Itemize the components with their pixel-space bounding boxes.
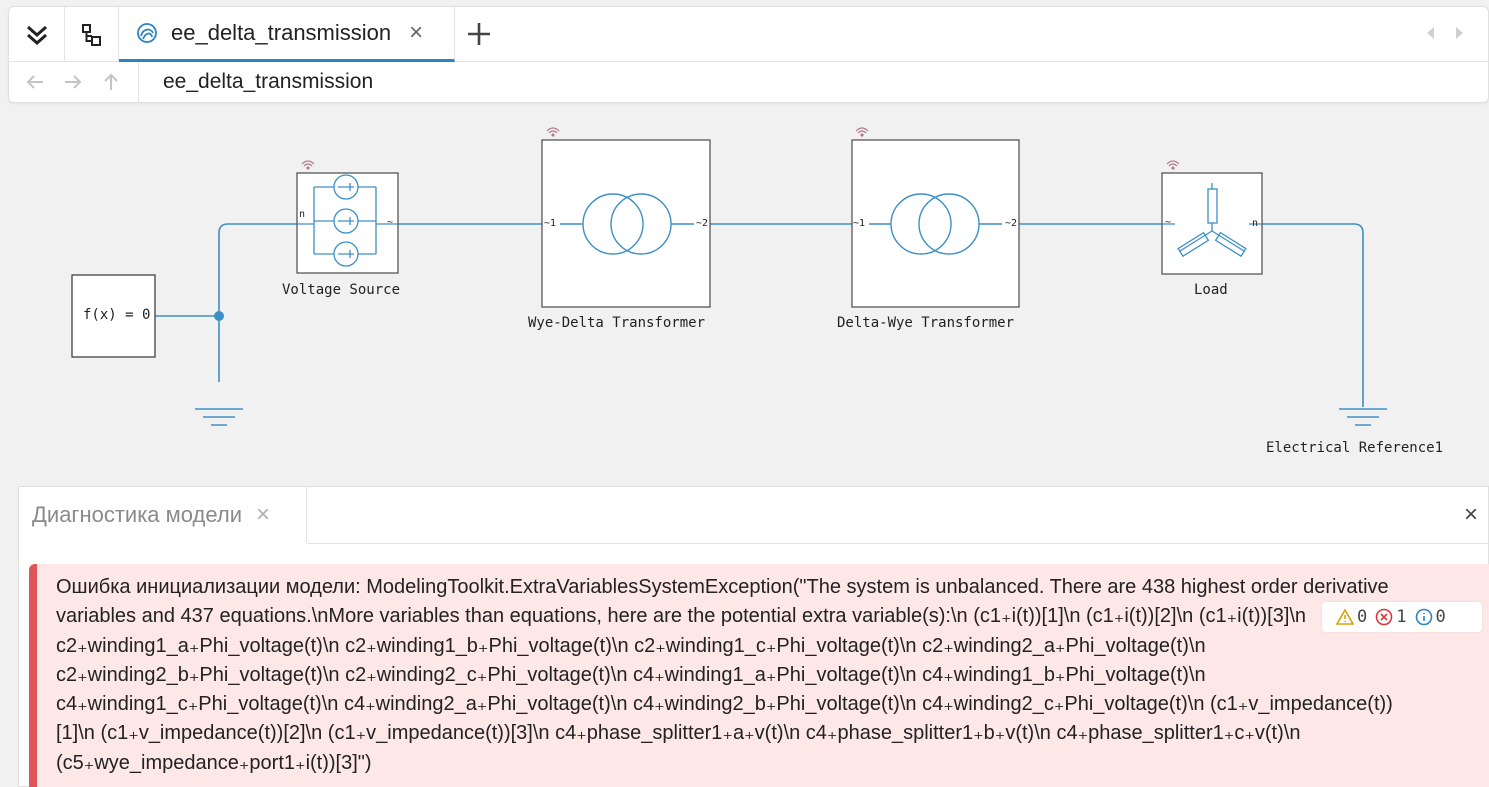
diagnostic-counters: 0 1 0 <box>1322 602 1482 632</box>
port-dw-in: ~1 <box>853 218 866 229</box>
tab-title: ee_delta_transmission <box>171 20 392 45</box>
collapse-menu-button[interactable] <box>9 7 65 62</box>
wye-delta-label: Wye-Delta Transformer <box>528 315 706 331</box>
solver-block[interactable] <box>71 274 156 358</box>
port-wd-out: ~2 <box>696 218 709 229</box>
junction-node <box>214 311 224 321</box>
tab-scroll-arrows <box>1424 25 1466 41</box>
info-icon <box>1415 608 1432 626</box>
top-bar: ee_delta_transmission × ee_delta_transmi… <box>8 6 1489 103</box>
ground-left-icon[interactable] <box>195 408 243 426</box>
port-vs-n: n <box>299 209 306 220</box>
nav-arrows <box>23 70 123 94</box>
scroll-right-icon[interactable] <box>1454 25 1466 41</box>
hierarchy-icon <box>81 23 101 46</box>
wire-load-ground[interactable] <box>1262 223 1364 407</box>
double-chevron-down-icon <box>26 25 47 45</box>
divider <box>307 543 1488 544</box>
panel-close-icon[interactable]: × <box>1463 501 1478 528</box>
add-tab-button[interactable] <box>461 16 497 52</box>
scroll-left-icon[interactable] <box>1424 25 1436 41</box>
error-message-card: Ошибка инициализации модели: ModelingToo… <box>29 564 1489 787</box>
tab-diagnostics[interactable]: Диагностика модели × <box>19 487 307 543</box>
electrical-reference-label: Electrical Reference1 <box>1266 440 1444 456</box>
wires <box>155 223 1364 407</box>
tab-ee-delta-transmission[interactable]: ee_delta_transmission × <box>119 7 455 62</box>
ground-right-icon[interactable] <box>1339 408 1387 426</box>
nav-row: ee_delta_transmission <box>9 62 1488 103</box>
plus-icon <box>468 23 490 45</box>
port-vs-out: ~ <box>387 217 394 228</box>
error-icon <box>1375 608 1393 626</box>
info-counter[interactable]: 0 <box>1415 607 1446 627</box>
delta-wye-transformer-block[interactable] <box>851 139 1020 308</box>
diagram-svg <box>71 127 1387 426</box>
forward-arrow-icon[interactable] <box>61 70 85 94</box>
port-wd-in: ~1 <box>544 218 557 229</box>
delta-wye-label: Delta-Wye Transformer <box>837 315 1015 331</box>
signal-icon-delta-wye <box>855 127 869 137</box>
error-message-text: Ошибка инициализации модели: ModelingToo… <box>56 576 1393 774</box>
voltage-source-block[interactable] <box>296 172 399 274</box>
diagnostics-tab-close-icon[interactable]: × <box>256 501 271 528</box>
voltage-source-label: Voltage Source <box>282 282 401 298</box>
port-load-in: ~ <box>1165 217 1172 228</box>
diagnostics-title: Диагностика модели <box>32 502 242 527</box>
nav-separator <box>138 62 139 103</box>
hierarchy-button[interactable] <box>65 7 119 62</box>
up-arrow-icon[interactable] <box>99 70 123 94</box>
warning-icon <box>1336 609 1354 625</box>
diagnostics-panel: Диагностика модели × × Ошибка инициализа… <box>18 486 1489 787</box>
solver-label: f(x) = 0 <box>83 307 151 323</box>
tab-close-icon[interactable]: × <box>409 19 424 46</box>
breadcrumb[interactable]: ee_delta_transmission <box>163 70 374 93</box>
signal-icon-voltage-source <box>301 160 315 170</box>
warning-counter[interactable]: 0 <box>1336 607 1367 627</box>
port-load-n: n <box>1252 218 1259 229</box>
signal-icon-wye-delta <box>546 127 560 137</box>
signal-icons <box>301 127 1180 170</box>
port-dw-out: ~2 <box>1005 218 1018 229</box>
load-block[interactable] <box>1161 172 1263 275</box>
model-icon <box>137 23 157 43</box>
back-arrow-icon[interactable] <box>23 70 47 94</box>
model-canvas[interactable]: f(x) = 0 Voltage Source Wye-Delta Transf… <box>0 103 1489 486</box>
error-counter[interactable]: 1 <box>1375 607 1407 627</box>
signal-icon-load <box>1166 160 1180 170</box>
tab-row: ee_delta_transmission × <box>9 7 1488 62</box>
wire-neutral[interactable] <box>218 223 297 382</box>
load-label: Load <box>1194 282 1228 298</box>
wye-delta-transformer-block[interactable] <box>541 139 711 308</box>
